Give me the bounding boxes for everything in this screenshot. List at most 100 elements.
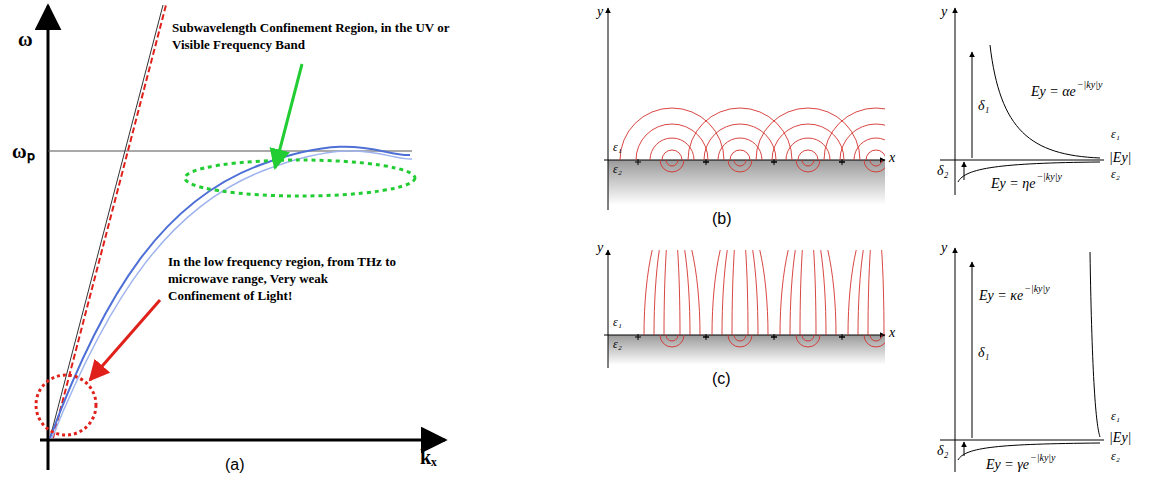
annotation: In the low frequency region, from THz to… <box>168 254 403 305</box>
field-line <box>660 335 684 347</box>
field-equation: Ey = κe <box>978 288 1024 304</box>
field-line <box>790 250 826 335</box>
field-line <box>688 108 792 160</box>
field-line <box>704 124 776 160</box>
axis-label: kₓ <box>420 446 437 469</box>
field-line <box>840 124 885 160</box>
omega-axis <box>47 6 50 470</box>
spp-dispersion-curve <box>50 147 410 438</box>
dispersion-plot <box>36 5 445 470</box>
field-line <box>802 160 814 166</box>
axis-label: y <box>596 4 604 20</box>
axis-label: y <box>940 4 948 20</box>
field-line <box>620 108 724 160</box>
field-line <box>848 250 885 335</box>
axis-label: ωₚ <box>12 140 35 163</box>
decay-length-label: δ₁ <box>977 98 990 114</box>
y-axis <box>608 8 609 210</box>
low-frequency-circle <box>36 375 96 435</box>
field-line <box>870 335 882 341</box>
medium-label: ε₂ <box>1110 168 1121 182</box>
field-equation: Ey = αe <box>1030 84 1077 100</box>
decay-length-label: δ₂ <box>936 443 949 459</box>
charge-mark <box>774 159 775 165</box>
field-line <box>796 160 820 172</box>
field-line <box>662 150 682 160</box>
decay-length-arrow <box>972 262 973 438</box>
x-axis <box>604 335 885 336</box>
field-equation: Ey = ηe <box>990 176 1036 192</box>
field-line <box>772 124 844 160</box>
decay-curve <box>990 45 1100 158</box>
decay-curve <box>1090 252 1100 437</box>
decay-length-arrow <box>964 162 965 180</box>
axis-label: x <box>888 150 896 166</box>
interface-line <box>940 440 1104 441</box>
charge-mark <box>706 334 707 340</box>
axis-label: |Ey| <box>1108 430 1132 446</box>
field-line <box>796 335 820 347</box>
field-line <box>644 250 700 335</box>
field-line <box>732 250 748 335</box>
field-line <box>664 250 680 335</box>
field-line <box>858 250 885 335</box>
metal-region <box>608 160 885 205</box>
field-exponent: −|ky|y <box>1077 79 1103 91</box>
light-line-dashed <box>53 5 166 438</box>
y-axis <box>955 248 956 472</box>
field-line <box>866 150 885 160</box>
k-axis <box>40 439 445 442</box>
field-line <box>654 250 690 335</box>
medium-label: ε₁ <box>1110 410 1121 424</box>
field-line <box>800 250 816 335</box>
field-line <box>734 160 746 166</box>
field-lines <box>620 108 885 172</box>
light-line <box>50 5 163 438</box>
panel-label: (b) <box>712 210 732 228</box>
field-line <box>870 160 882 166</box>
surface-charges <box>635 159 845 165</box>
field-line <box>722 250 758 335</box>
medium-label: ε₂ <box>1110 450 1121 464</box>
field-line <box>728 160 752 172</box>
field-line <box>734 335 746 341</box>
field-line <box>864 160 885 172</box>
decay-length-arrow <box>972 52 973 158</box>
field-line <box>666 335 678 341</box>
field-line <box>666 160 678 166</box>
field-profile <box>940 8 1104 195</box>
charge-mark <box>842 159 843 165</box>
field-line <box>730 150 750 160</box>
charge-mark <box>706 159 707 165</box>
field-line <box>780 250 836 335</box>
interface-line <box>940 160 1104 161</box>
field-line <box>786 138 830 160</box>
field-line <box>802 335 814 341</box>
charge-mark <box>774 334 775 340</box>
field-line-diagram <box>604 8 928 210</box>
charge-mark <box>638 159 639 165</box>
annotation: Subwavelength Confinement Region, in the… <box>172 20 482 54</box>
decay-length-arrow <box>964 442 965 456</box>
surface-charges <box>635 334 845 340</box>
y-axis <box>955 8 956 195</box>
axis-label: |Ey| <box>1108 150 1132 166</box>
metal-region <box>608 335 885 365</box>
field-line <box>824 108 885 160</box>
charge-mark <box>842 334 843 340</box>
callout-arrow <box>90 300 160 380</box>
medium-label: ε₂ <box>612 338 623 352</box>
field-line-diagram <box>604 215 904 368</box>
field-exponent: −|ky|y <box>1036 171 1062 183</box>
decay-length-label: δ₂ <box>936 163 949 179</box>
medium-label: ε₁ <box>612 141 623 155</box>
y-axis <box>608 250 609 368</box>
field-line <box>712 250 768 335</box>
x-axis <box>604 160 885 161</box>
axis-label: y <box>596 240 604 256</box>
field-line <box>660 160 684 172</box>
field-line <box>756 108 860 160</box>
charge-mark <box>638 334 639 340</box>
axis-label: x <box>888 325 896 341</box>
